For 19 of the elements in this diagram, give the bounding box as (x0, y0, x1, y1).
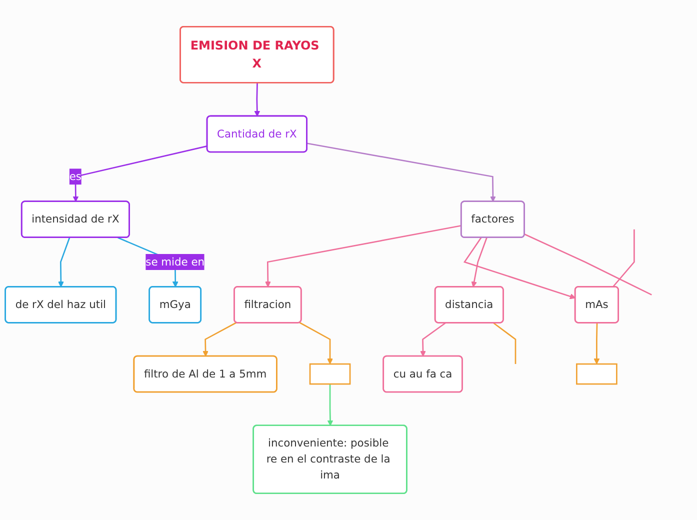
edge-label: es (69, 170, 82, 183)
arrow (307, 142, 496, 202)
connector (612, 229, 635, 288)
arrow (299, 322, 333, 364)
arrow (327, 384, 334, 426)
arrow (463, 237, 576, 300)
arrow (202, 322, 237, 357)
connector (493, 322, 516, 364)
node-box (576, 363, 618, 385)
connector (524, 234, 652, 296)
edge-label: se mide en (146, 255, 205, 268)
node-box (309, 363, 351, 385)
arrow (420, 322, 446, 357)
arrow (594, 323, 600, 364)
arrow (72, 145, 208, 202)
arrow (254, 82, 260, 117)
arrow (471, 237, 488, 288)
arrow (58, 237, 70, 288)
arrow (265, 224, 462, 288)
